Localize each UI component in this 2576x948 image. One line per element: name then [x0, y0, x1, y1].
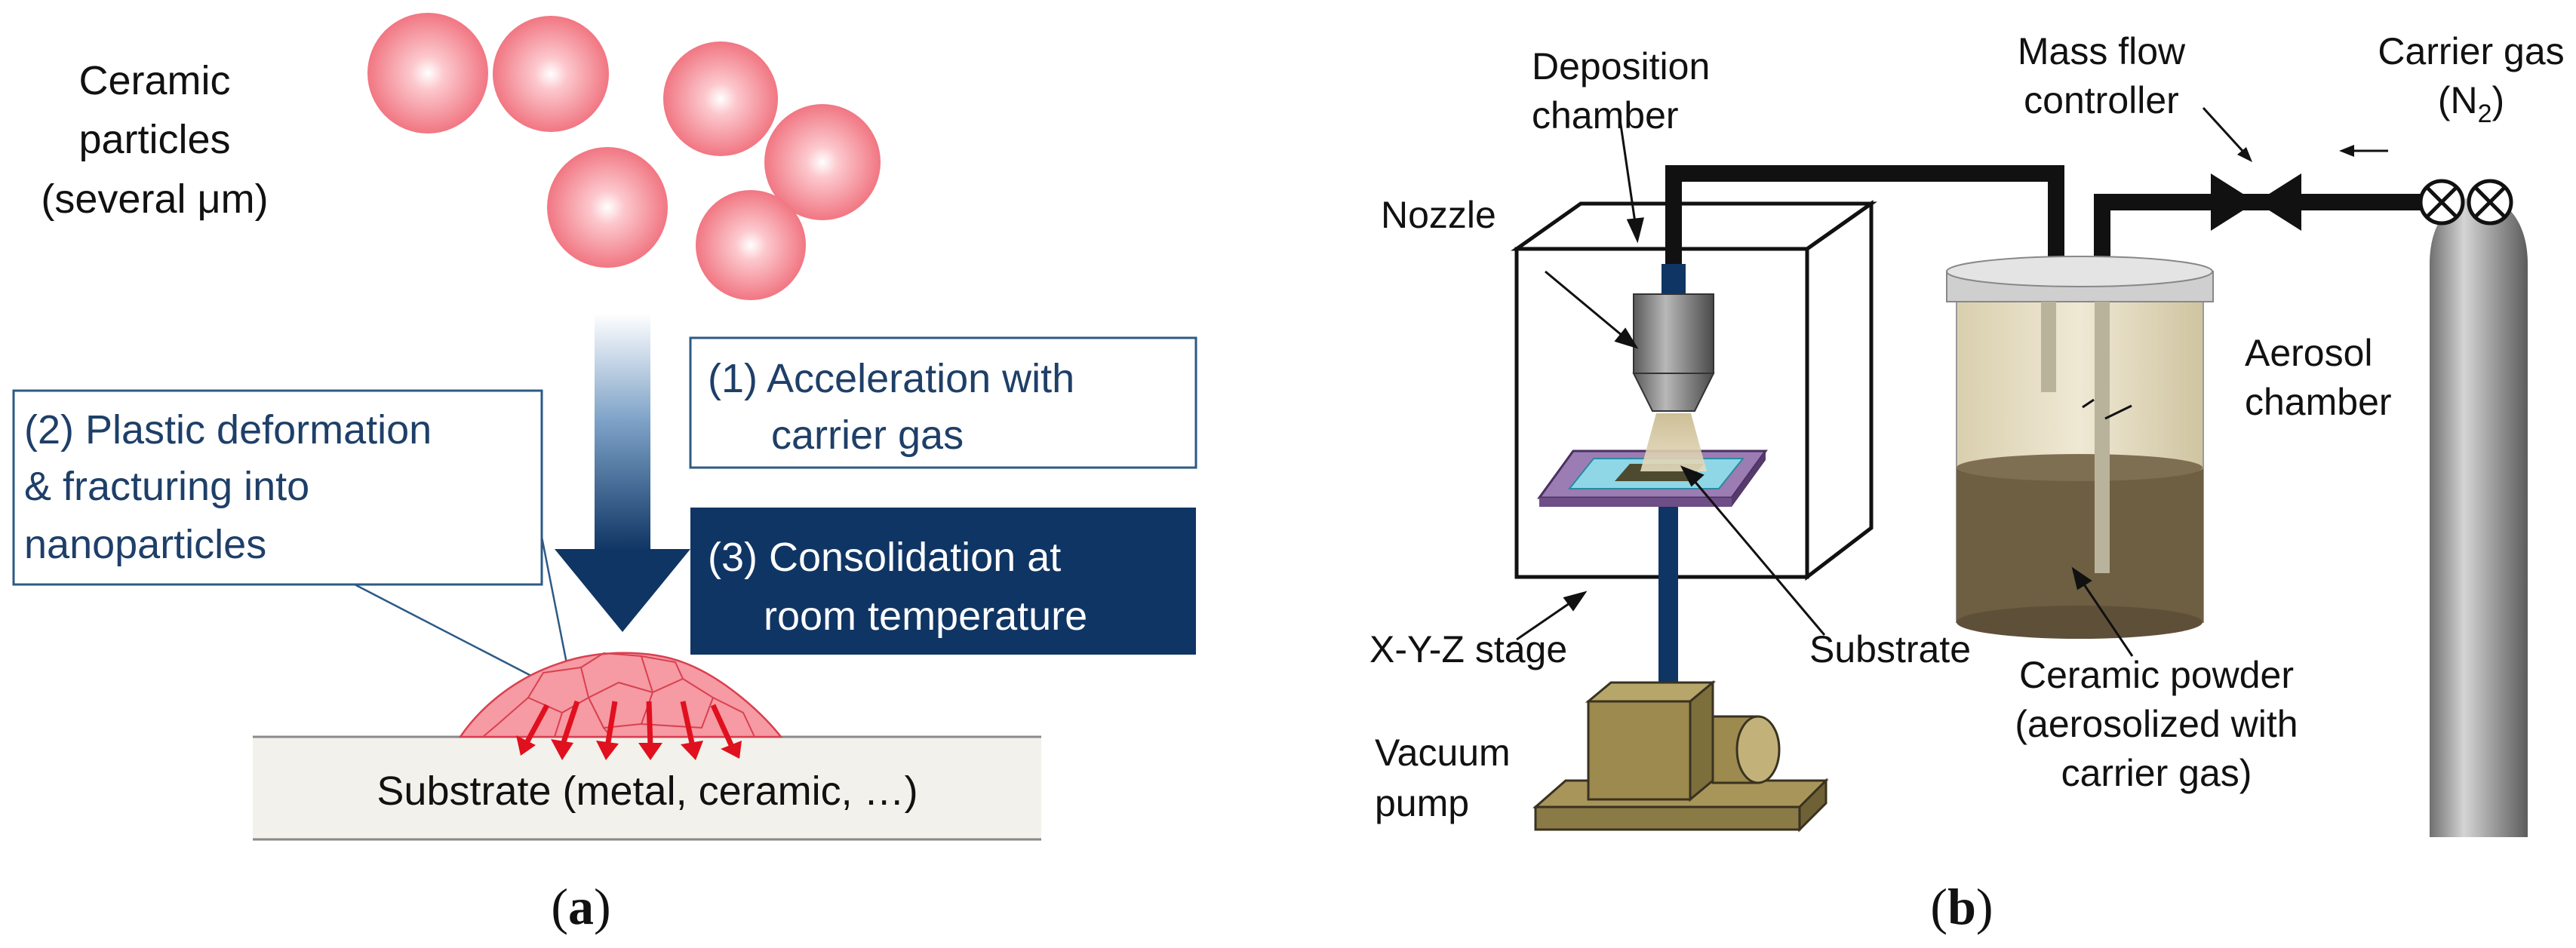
ceramic-powder-label2: (aerosolized with — [2015, 703, 2298, 745]
step2-line2: & fracturing into — [24, 464, 309, 509]
acceleration-arrow — [555, 313, 690, 632]
step1-box — [689, 336, 1197, 469]
step3-line1: (3) Consolidation at — [708, 535, 1061, 580]
step3-line2: room temperature — [764, 594, 1087, 639]
label-pointers — [1516, 109, 2134, 657]
mass-flow-label1: Mass flow — [2018, 30, 2186, 72]
stage-shaft — [1658, 507, 1678, 710]
flow-direction-arrow — [2339, 145, 2388, 157]
caption-b: (b) — [1930, 878, 1993, 935]
particles-label-line3: (several μm) — [41, 176, 268, 222]
vacuum-pump-label2: pump — [1375, 782, 1469, 824]
substrate-label: Substrate (metal, ceramic, …) — [377, 769, 918, 814]
particle — [663, 41, 778, 156]
step3-box — [690, 508, 1196, 655]
deposition-chamber-label2: chamber — [1532, 94, 1679, 137]
step1-line1: (1) Acceleration with — [708, 356, 1074, 401]
mass-flow-pointer — [2202, 106, 2252, 162]
gas-tubing — [1665, 165, 2422, 309]
particles-label-line2: particles — [78, 117, 230, 162]
particle — [547, 147, 668, 268]
mass-flow-valve-icon — [2211, 173, 2301, 231]
aerosol-pointer — [2104, 404, 2132, 420]
step2-line3: nanoparticles — [24, 522, 266, 567]
nanoparticle-pile — [458, 652, 783, 760]
aerosol-chamber-label2: chamber — [2245, 381, 2392, 423]
particle — [764, 104, 881, 220]
ceramic-powder-label3: carrier gas) — [2061, 752, 2252, 794]
particle — [696, 190, 806, 300]
deposition-chamber-label1: Deposition — [1532, 45, 1710, 87]
nozzle-label: Nozzle — [1381, 194, 1496, 236]
aerosol-chamber — [1946, 256, 2214, 639]
step2-line1: (2) Plastic deformation — [24, 407, 432, 453]
vacuum-pump — [1532, 680, 1829, 833]
vacuum-pump-label1: Vacuum — [1375, 732, 1511, 774]
carrier-gas-label: Carrier gas — [2378, 30, 2564, 72]
nozzle — [1632, 264, 1715, 471]
n2-label: (N2) — [2438, 79, 2504, 128]
ceramic-powder-label1: Ceramic powder — [2019, 654, 2294, 696]
particle — [367, 13, 488, 133]
step1-line2: carrier gas — [771, 413, 964, 458]
xyz-stage — [1537, 449, 1768, 507]
carrier-gas-cylinder — [2418, 179, 2528, 837]
substrate-label-b: Substrate — [1809, 628, 1971, 670]
step2-box — [12, 389, 543, 586]
particle — [493, 16, 609, 132]
xyz-stage-label: X-Y-Z stage — [1369, 628, 1567, 670]
ceramic-particles — [367, 13, 881, 300]
particles-label-line1: Ceramic — [78, 58, 230, 103]
aerosol-chamber-label1: Aerosol — [2245, 332, 2373, 374]
mass-flow-label2: controller — [2024, 79, 2179, 121]
caption-a: (a) — [551, 878, 610, 935]
